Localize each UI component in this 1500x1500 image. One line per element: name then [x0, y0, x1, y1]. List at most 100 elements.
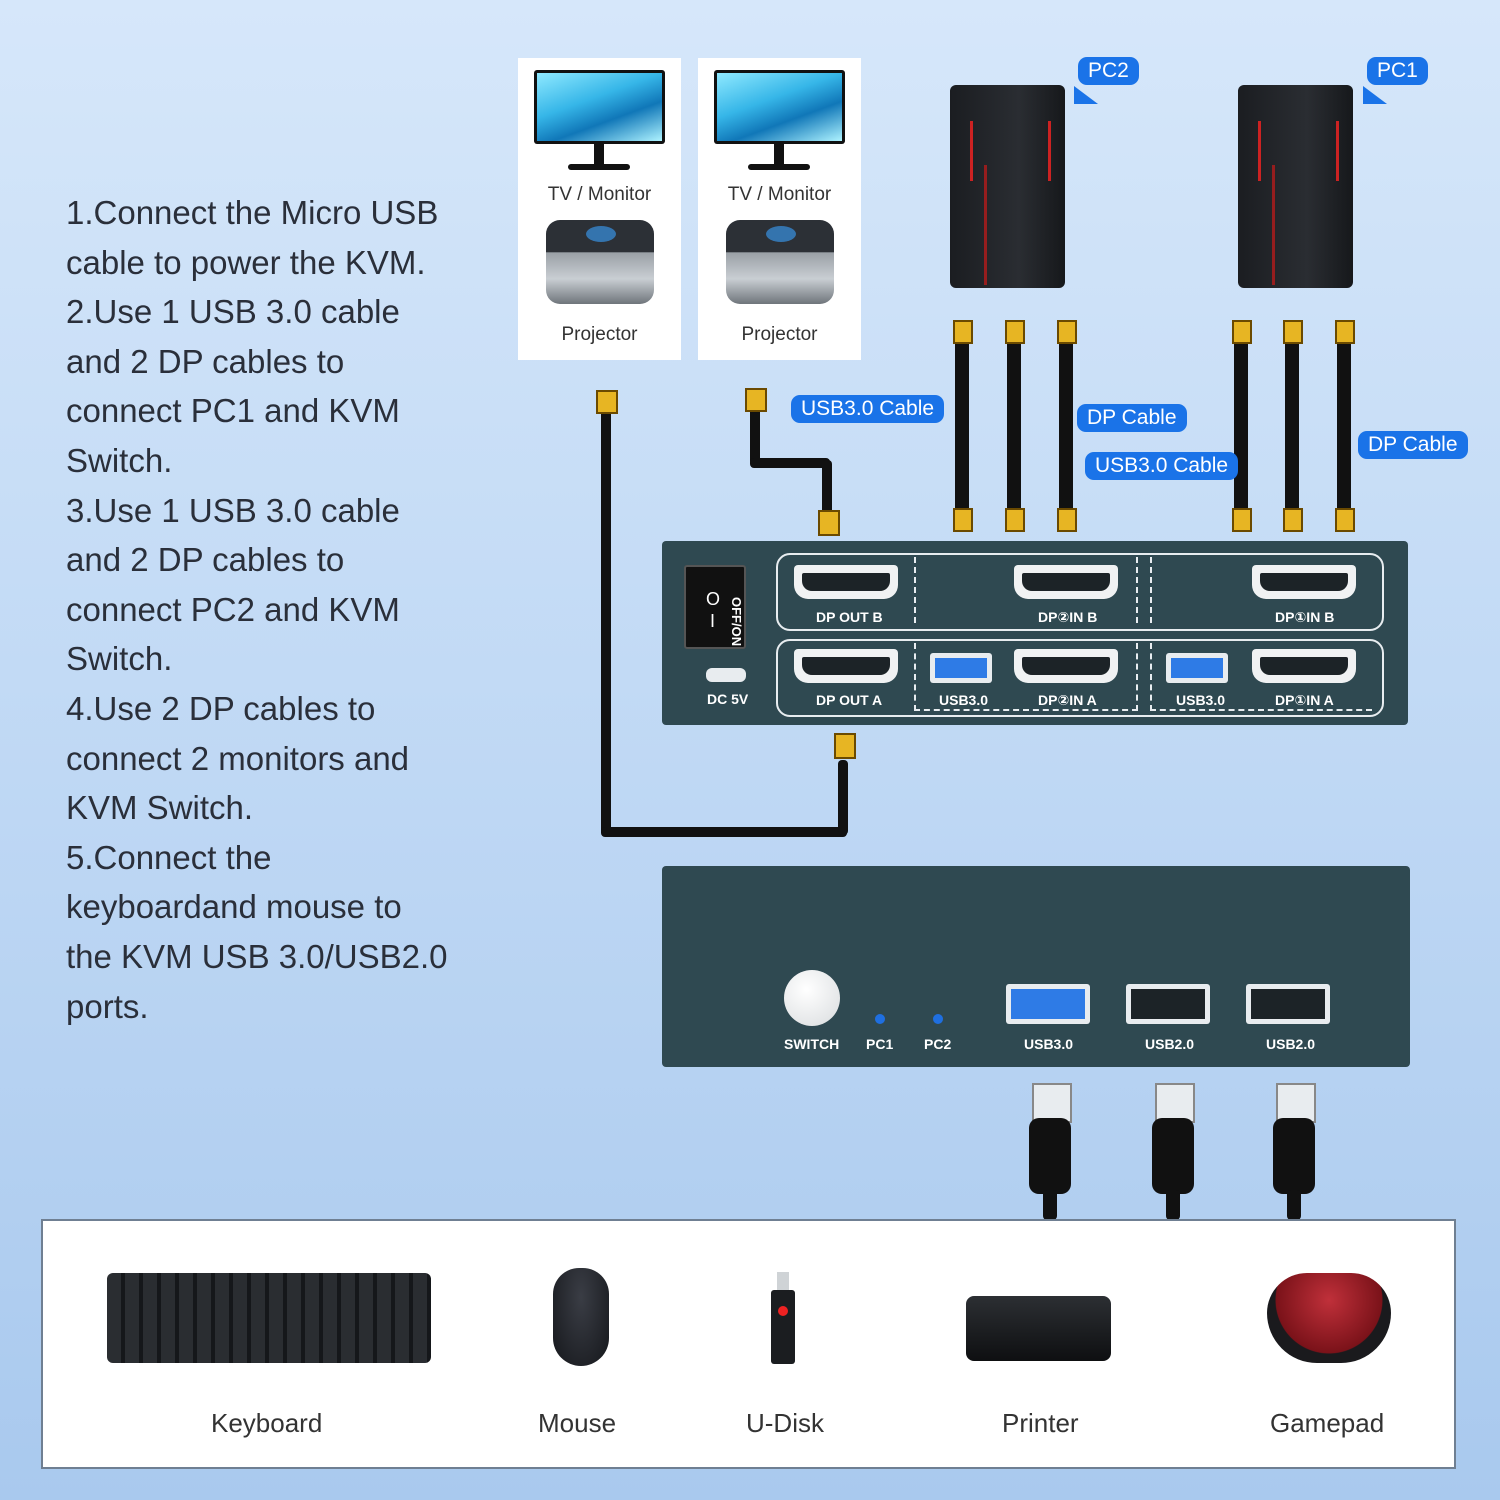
usb3-cable-tag: USB3.0 Cable [791, 395, 945, 423]
dp-cable-pc1-1 [1285, 340, 1299, 520]
kvm-front-panel: SWITCH PC1 PC2 USB3.0 USB2.0 USB2.0 [662, 866, 1410, 1067]
pc1-divider-a [1150, 643, 1372, 711]
dp-out-b-port[interactable] [794, 565, 898, 599]
dp2-in-a-port[interactable] [1014, 649, 1118, 683]
dp-plug [1005, 320, 1025, 344]
pc1-tag: PC1 [1367, 57, 1428, 85]
dp1-in-b-label: DP①IN B [1275, 609, 1335, 625]
usb-cable-pc1 [1234, 340, 1248, 520]
dp-cable-tag: DP Cable [1358, 431, 1468, 459]
monitor-icon [534, 70, 665, 144]
instruction-list: 1.Connect the Micro USB cable to power t… [66, 188, 486, 1031]
front-usb3-label: USB3.0 [1024, 1036, 1074, 1052]
projector-label: Projector [741, 324, 818, 345]
dp-out-b-label: DP OUT B [816, 609, 883, 625]
dp-cable-display-2 [750, 405, 760, 465]
dp-out-a-label: DP OUT A [816, 692, 883, 708]
mouse-icon [553, 1268, 609, 1366]
usb3-pc1-label: USB3.0 [1176, 692, 1226, 708]
usb-plug [953, 508, 973, 532]
micro-usb-port[interactable] [706, 668, 746, 682]
usb-cable-1-tail [1043, 1190, 1057, 1220]
usb-cable-1 [1029, 1118, 1071, 1194]
power-switch-label: OFF/ON [729, 597, 744, 647]
pc2-divider-b [914, 557, 1138, 623]
usb-cable-pc2 [955, 340, 969, 520]
monitor-icon [714, 70, 845, 144]
dp-cable-pc1-2 [1337, 340, 1351, 520]
usb-a-plug-icon [1276, 1083, 1316, 1123]
pc2-led-label: PC2 [924, 1036, 952, 1052]
printer-icon [966, 1296, 1111, 1361]
front-usb2-port-1[interactable] [1126, 984, 1210, 1024]
usb-cable-3-tail [1287, 1190, 1301, 1220]
usb-a-plug-icon [1032, 1083, 1072, 1123]
power-rocker-switch[interactable]: O I [684, 565, 746, 649]
dp2-in-b-label: DP②IN B [1038, 609, 1098, 625]
usb3-pc1-port[interactable] [1166, 653, 1228, 683]
dp-plug [1335, 320, 1355, 344]
front-usb3-port[interactable] [1006, 984, 1090, 1024]
port-group-b [776, 553, 1384, 631]
dp2-in-b-port[interactable] [1014, 565, 1118, 599]
pc2-tower-icon [950, 85, 1065, 288]
keyboard-icon [107, 1273, 431, 1363]
usb-cable-3 [1273, 1118, 1315, 1194]
dp-plug [1283, 508, 1303, 532]
gamepad-icon [1267, 1273, 1391, 1363]
dp-cable-pc2-1 [1007, 340, 1021, 520]
pc1-led-icon [875, 1014, 885, 1024]
usb3-pc2-label: USB3.0 [939, 692, 989, 708]
projector-icon [546, 220, 654, 304]
pc2-tag: PC2 [1078, 57, 1139, 85]
usb3-cable-tag: USB3.0 Cable [1085, 452, 1239, 480]
dp-cable-display-1-rise [838, 760, 848, 835]
dp-out-a-port[interactable] [794, 649, 898, 683]
monitor-label: TV / Monitor [727, 184, 832, 205]
dp-plug [1283, 320, 1303, 344]
dc-label: DC 5V [707, 691, 749, 707]
dp1-in-b-port[interactable] [1252, 565, 1356, 599]
dp-plug [1057, 508, 1077, 532]
dp-plug [1057, 320, 1077, 344]
usb3-pc2-port[interactable] [930, 653, 992, 683]
port-group-a [776, 639, 1384, 717]
switch-button[interactable] [784, 970, 840, 1026]
projector-label: Projector [561, 324, 638, 345]
dp-plug [745, 388, 767, 412]
dp2-in-a-label: DP②IN A [1038, 692, 1097, 708]
instruction-step-4: 4.Use 2 DP cables to connect 2 monitors … [66, 689, 410, 827]
dp-plug [818, 510, 840, 536]
pc1-tower-icon [1238, 85, 1353, 288]
dp-plug [596, 390, 618, 414]
on-symbol: I [710, 611, 716, 631]
dp1-in-a-label: DP①IN A [1275, 692, 1334, 708]
dp-cable-display-2-drop [822, 460, 832, 520]
usb-cable-2-tail [1166, 1190, 1180, 1220]
front-usb2-port-2[interactable] [1246, 984, 1330, 1024]
usb-cable-2 [1152, 1118, 1194, 1194]
dp1-in-a-port[interactable] [1252, 649, 1356, 683]
dp-cable-display-2-run [750, 458, 830, 468]
front-usb2-label-2: USB2.0 [1266, 1036, 1316, 1052]
instruction-step-3: 3.Use 1 USB 3.0 cable and 2 DP cables to… [66, 491, 400, 678]
switch-label: SWITCH [784, 1036, 840, 1052]
instruction-step-1: 1.Connect the Micro USB cable to power t… [66, 194, 439, 281]
instruction-step-5: 5.Connect the keyboardand mouse to the K… [66, 838, 448, 1025]
dp-cable-display-1 [601, 410, 611, 835]
projector-icon [726, 220, 834, 304]
dp-plug [834, 733, 856, 759]
pc1-divider-b [1150, 557, 1372, 623]
usb-plug [1232, 508, 1252, 532]
pc2-divider-a [914, 643, 1138, 711]
keyboard-label: Keyboard [211, 1408, 323, 1438]
dp-plug [1335, 508, 1355, 532]
dp-cable-tag: DP Cable [1077, 404, 1187, 432]
udisk-label: U-Disk [746, 1408, 824, 1438]
display-card-1: TV / Monitor Projector [518, 58, 681, 360]
mouse-label: Mouse [538, 1408, 617, 1438]
dp-cable-pc2-2 [1059, 340, 1073, 520]
udisk-icon [771, 1272, 795, 1364]
gamepad-label: Gamepad [1270, 1408, 1385, 1438]
pc1-led-label: PC1 [866, 1036, 894, 1052]
